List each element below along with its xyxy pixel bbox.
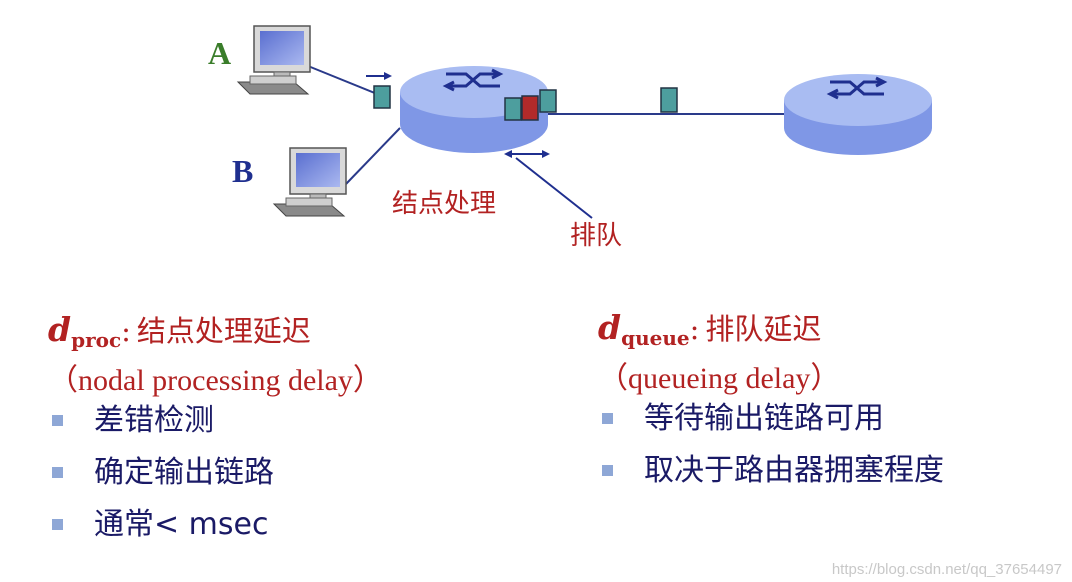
- queue-delay-bullets: 等待输出链路可用 取决于路由器拥塞程度: [598, 404, 1058, 486]
- bullet-square-icon: [52, 467, 63, 478]
- list-item: 等待输出链路可用: [598, 404, 1058, 434]
- proc-delay-section: dproc:结点处理延迟 （nodal processing delay） 差错…: [48, 310, 548, 562]
- packet-queue-red: [521, 95, 539, 121]
- queue-pointer-line: [515, 157, 593, 219]
- proc-delay-bullets: 差错检测 确定输出链路 通常< msec: [48, 406, 548, 540]
- router-cross-icon: [442, 68, 504, 92]
- queueing-label: 排队: [570, 221, 622, 251]
- host-b-computer-icon: [272, 147, 347, 217]
- packet-on-link: [660, 87, 678, 113]
- bullet-square-icon: [52, 415, 63, 426]
- host-a-computer-icon: [236, 25, 311, 95]
- router-cross-icon: [826, 76, 888, 100]
- router-2: [784, 74, 932, 155]
- list-item: 取决于路由器拥塞程度: [598, 456, 1058, 486]
- double-arrow-icon: [504, 150, 550, 158]
- proc-delay-subtitle: （nodal processing delay）: [48, 364, 383, 397]
- queue-delay-section: dqueue:排队延迟 （queueing delay） 等待输出链路可用 取决…: [598, 308, 1058, 508]
- watermark: https://blog.csdn.net/qq_37654497: [831, 561, 1062, 578]
- list-item: 差错检测: [48, 406, 548, 436]
- host-b-label: B: [232, 153, 253, 189]
- link-a-router: [307, 65, 383, 97]
- bullet-square-icon: [52, 519, 63, 530]
- bullet-square-icon: [602, 413, 613, 424]
- queue-delay-heading: dqueue:排队延迟: [598, 308, 822, 350]
- list-item: 通常< msec: [48, 510, 548, 540]
- network-diagram: A B 结点处理 排队: [208, 25, 932, 251]
- nodal-processing-label: 结点处理: [392, 189, 496, 219]
- link-b-router: [345, 127, 401, 185]
- host-a-label: A: [208, 35, 231, 71]
- proc-delay-heading: dproc:结点处理延迟: [48, 310, 311, 352]
- packet-incoming: [373, 85, 391, 109]
- packet-transmitting: [539, 89, 557, 113]
- packet-queue-1: [504, 97, 522, 121]
- bullet-square-icon: [602, 465, 613, 476]
- list-item: 确定输出链路: [48, 458, 548, 488]
- queue-delay-subtitle: （queueing delay）: [598, 362, 841, 395]
- arrow-right-icon: [366, 72, 392, 80]
